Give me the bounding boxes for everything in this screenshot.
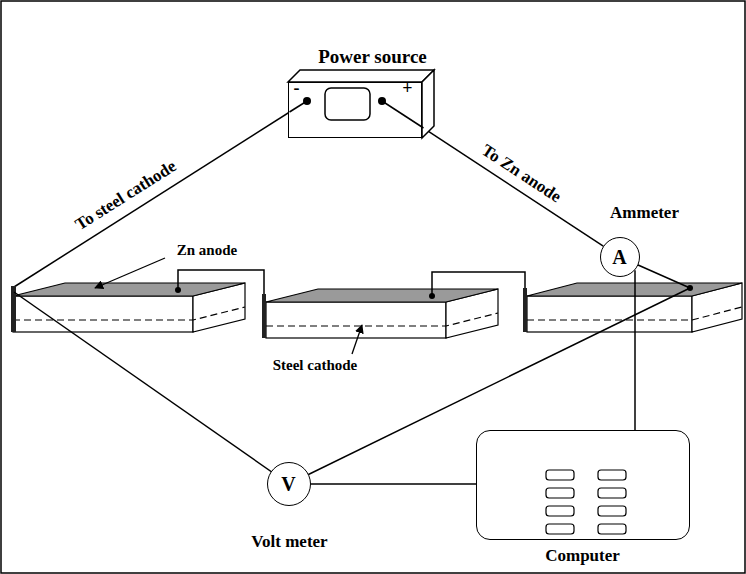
terminal-dot — [378, 97, 386, 105]
key — [546, 506, 574, 516]
terminal-sign: + — [402, 79, 412, 99]
device-label: Computer — [545, 546, 620, 565]
voltmeter-wire — [14, 292, 289, 484]
wire-label: To steel cathode — [72, 157, 180, 235]
contact-dot — [687, 285, 693, 291]
key — [546, 524, 574, 534]
key — [598, 488, 626, 498]
cathode-wire — [14, 101, 307, 287]
key — [598, 470, 626, 480]
terminal-bar — [523, 288, 527, 332]
leader-lines — [95, 258, 362, 354]
device-label: Ammeter — [610, 203, 679, 222]
box-side — [422, 70, 434, 138]
wire-stub — [382, 101, 424, 128]
key — [598, 524, 626, 534]
zn-anode-plate — [266, 289, 498, 302]
slab-front — [13, 296, 193, 332]
terminal-bars — [11, 286, 527, 338]
terminal-bar — [262, 294, 266, 338]
key — [546, 470, 574, 480]
ammeter: AAmmeter — [600, 237, 640, 277]
leader-line — [352, 325, 362, 354]
wire-connector — [311, 483, 476, 485]
contact-dots — [175, 285, 693, 299]
wire-connector — [422, 127, 603, 246]
device-label: Power source — [318, 46, 427, 67]
contact-dot — [175, 287, 181, 293]
contact-dot — [429, 293, 435, 299]
leader-line — [95, 258, 165, 288]
jumper-wire — [432, 272, 525, 296]
key — [546, 488, 574, 498]
device-label: Volt meter — [251, 532, 327, 551]
zn-anode-plate — [13, 283, 245, 296]
wires — [14, 101, 307, 287]
power-source: Power source-+ — [288, 82, 422, 138]
meter-symbol: V — [281, 473, 295, 495]
meter-symbol: A — [612, 246, 626, 268]
key — [598, 506, 626, 516]
part-label: Steel cathode — [273, 357, 358, 374]
wire-label: To Zn anode — [478, 141, 564, 207]
voltmeter: VVolt meter — [267, 462, 311, 506]
terminal-sign: - — [294, 79, 300, 99]
steel-cathode-mesh — [266, 313, 498, 326]
slab-front — [266, 302, 446, 338]
computer: Computer — [476, 430, 690, 540]
terminal-dot — [303, 97, 311, 105]
wire-connector — [634, 270, 636, 430]
jumper-wire — [178, 270, 264, 294]
steel-cathode-mesh — [13, 307, 245, 320]
part-label: Zn anode — [177, 242, 237, 259]
power-box-art — [288, 82, 422, 138]
computer-keys — [476, 430, 690, 540]
concrete-slab — [266, 289, 498, 338]
display-screen — [325, 88, 370, 120]
concrete-slab — [13, 283, 245, 332]
